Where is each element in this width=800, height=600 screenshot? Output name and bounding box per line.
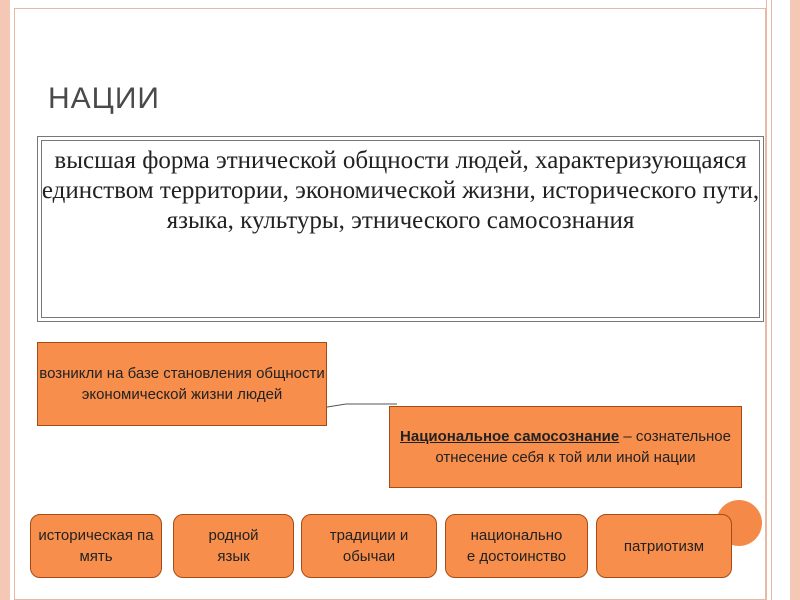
national-self-awareness-heading: Национальное самосознание [400, 428, 620, 445]
callout-connector [320, 403, 397, 409]
component-patriotism: патриотизм [596, 514, 732, 578]
component-label: традиции и обычаи [329, 527, 409, 565]
component-label: родной язык [208, 527, 259, 565]
component-label: национальное достоинство [466, 527, 567, 565]
national-self-awareness-text: Национальное самосознание – сознательное… [396, 426, 735, 468]
component-historical-memory: историческая память [30, 514, 162, 578]
national-self-awareness-definition: – сознательное отнесение себя к той или … [435, 428, 731, 466]
right-deco-line [766, 0, 767, 600]
callout-origin-box: возникли на базе становления общности эк… [37, 342, 327, 426]
component-label: патриотизм [623, 537, 705, 555]
left-edge-decoration [0, 0, 10, 600]
component-traditions: традиции и обычаи [301, 514, 437, 578]
right-edge-decoration [790, 0, 800, 600]
component-label: историческая память [38, 527, 154, 565]
slide-title: НАЦИИ [48, 82, 160, 115]
component-national-dignity: национальное достоинство [445, 514, 588, 578]
definition-text: высшая форма этнической общности людей, … [41, 147, 760, 234]
callout-text: возникли на базе становления общности эк… [39, 365, 325, 403]
definition-box: высшая форма этнической общности людей, … [37, 136, 764, 322]
component-native-language: родной язык [173, 514, 294, 578]
right-deco-line-2 [771, 0, 772, 600]
national-self-awareness-box: Национальное самосознание – сознательное… [389, 406, 742, 488]
definition-inner-border [41, 140, 760, 318]
